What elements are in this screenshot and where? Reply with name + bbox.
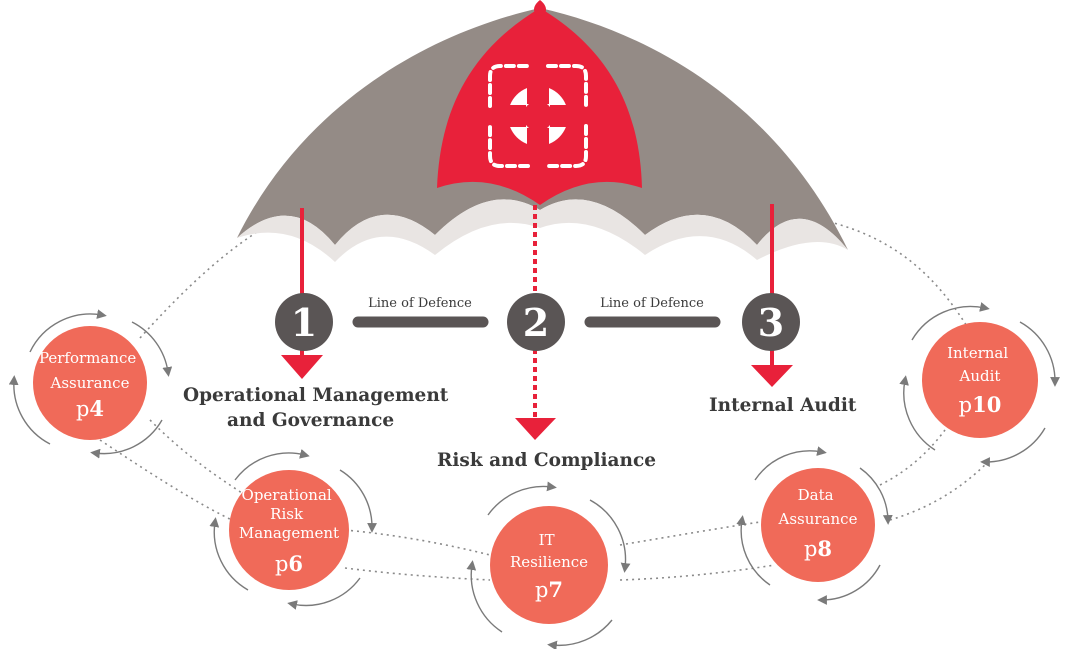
svg-text:Data Assurance: Data Assurance — [778, 486, 858, 528]
connector-label-1: Line of Defence — [368, 296, 472, 311]
badge-number-1: 1 — [291, 300, 317, 345]
orbit-line-top-left — [139, 209, 301, 339]
page-ref-p6: p6 — [275, 551, 303, 576]
badge-number-2: 2 — [523, 300, 549, 345]
orbit-line-bottom-left-1 — [344, 529, 491, 556]
node-operational-risk-management[interactable]: Operational Risk Management p6 — [209, 449, 377, 610]
page-ref-p10: p10 — [959, 392, 1002, 417]
defence-connector-2: Line of Defence — [584, 296, 721, 328]
svg-text:IT Resilience: IT Resilience — [510, 531, 588, 571]
node-it-resilience[interactable]: IT Resilience p7 — [466, 481, 631, 649]
orbit-line-bottom-right-1 — [619, 521, 761, 546]
orbit-line-right-inner — [879, 429, 946, 486]
badge-number-3: 3 — [758, 300, 784, 345]
orbit-line-right-outer — [889, 459, 991, 521]
page-ref-p4: p4 — [76, 396, 104, 421]
page-ref-p8: p8 — [804, 536, 832, 561]
node-data-assurance[interactable]: Data Assurance p8 — [736, 446, 893, 605]
line-1-heading: Operational Management and Governance — [183, 385, 455, 431]
node-internal-audit[interactable]: Internal Audit p10 — [899, 302, 1060, 467]
svg-text:Internal Audit: Internal Audit — [947, 344, 1013, 385]
node-performance-assurance[interactable]: Performance Assurance p4 — [8, 309, 173, 459]
line-badge-2: 2 — [507, 293, 565, 351]
svg-text:Operational Risk M: Operational Risk Management — [239, 486, 339, 542]
line-badge-1: 1 — [275, 293, 333, 351]
svg-text:Performance Assurance: Performance Assurance — [39, 349, 141, 392]
drop-arrow-2 — [515, 205, 556, 440]
page-ref-p7: p7 — [535, 577, 563, 602]
orbit-line-bottom-left-2 — [344, 567, 491, 581]
umbrella-tip — [534, 0, 546, 16]
line-2-heading: Risk and Compliance — [437, 450, 656, 471]
connector-label-2: Line of Defence — [600, 296, 704, 311]
umbrella-underside — [237, 199, 848, 262]
orbit-line-bottom-right-2 — [619, 564, 776, 581]
line-3-heading: Internal Audit — [709, 395, 857, 416]
lifebuoy-icon — [488, 64, 588, 168]
defence-connector-1: Line of Defence — [352, 296, 489, 328]
line-badge-3: 3 — [742, 293, 800, 351]
